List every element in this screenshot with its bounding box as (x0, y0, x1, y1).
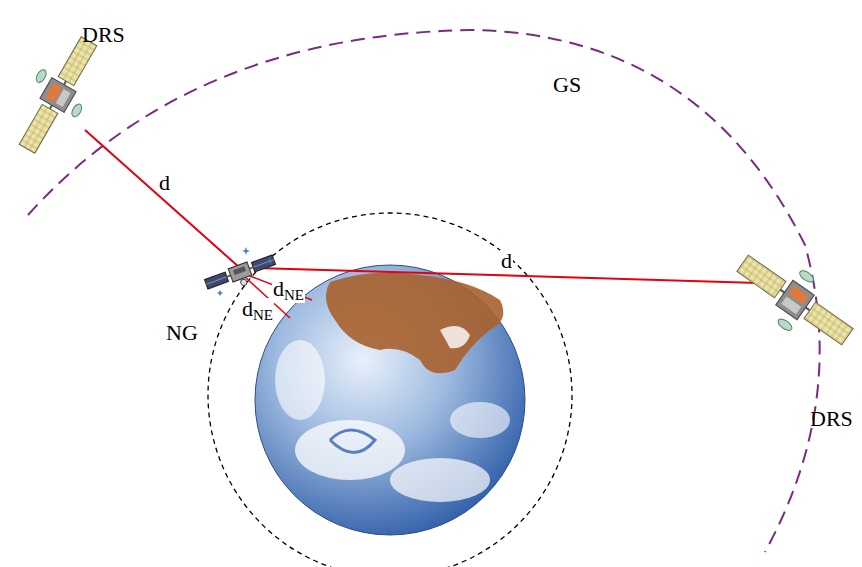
distance-label: d (500, 250, 513, 272)
satellite (725, 239, 862, 362)
gs-orbit (28, 30, 820, 552)
link-line (85, 130, 240, 268)
satellite (204, 253, 279, 297)
distance-label: dNE (272, 278, 305, 303)
sparkle (217, 247, 273, 296)
ng-orbit (208, 213, 572, 567)
satellite (3, 27, 113, 162)
distance-label: d (158, 172, 171, 194)
satellite-label: DRS (82, 24, 125, 46)
orbit-label: NG (166, 322, 198, 344)
distance-label: dNE (241, 298, 274, 323)
orbit-label: GS (553, 74, 581, 96)
earth (255, 265, 525, 535)
satellite-label: DRS (810, 408, 853, 430)
